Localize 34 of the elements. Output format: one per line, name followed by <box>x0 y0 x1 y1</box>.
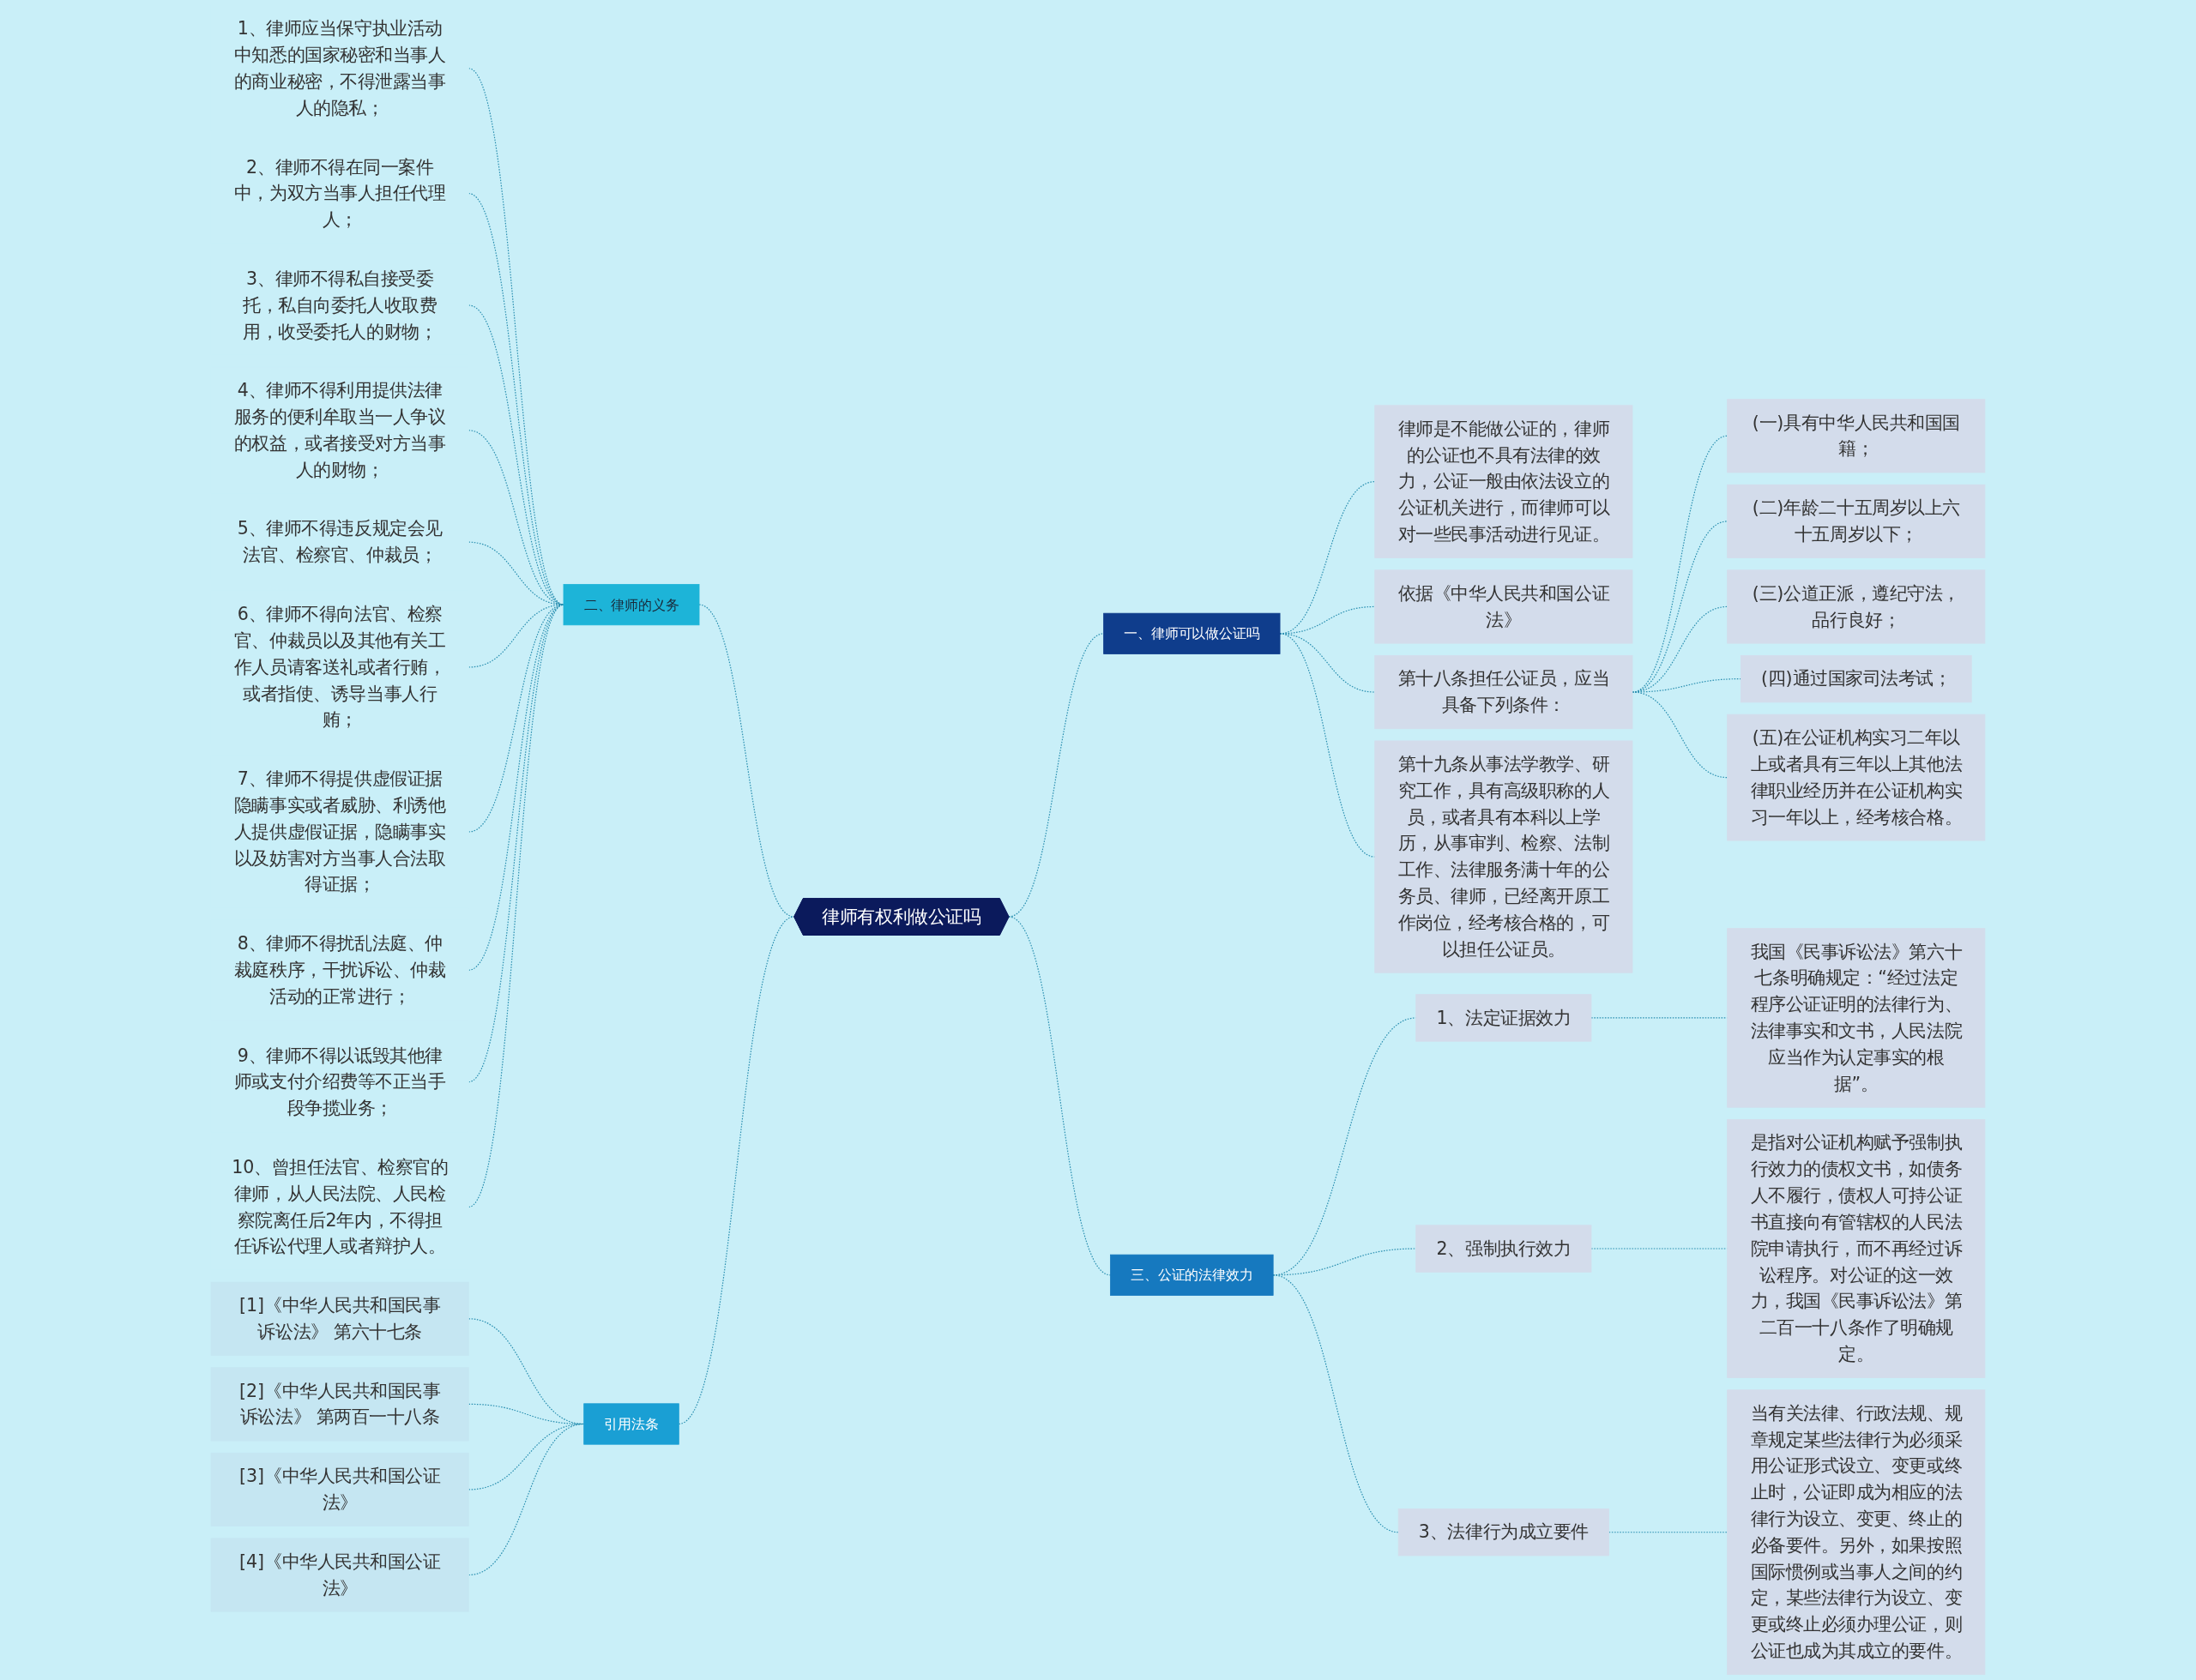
node-box: 当有关法律、行政法规、规章规定某些法律行为必须采用公证形式设立、变更或终止时，公证即成为相应的法律行为设立、变更、终止的必备要件。另外，如果按照国际惯例或当事人之间的约定，某些法律行为设立、变更或终止必须办理公证，则公证也成为其成立的要件。 <box>1727 1389 1986 1676</box>
node-box: 第十九条从事法学教学、研究工作，具有高级职称的人员，或者具有本科以上学历，从事审判、检察、法制工作、法律服务满十年的公务员、律师，已经离开原工作岗位，经考核合格的，可以担任公证员。 <box>1374 740 1633 973</box>
node-box: 三、公证的法律效力 <box>1110 1254 1274 1296</box>
node-text: 6、律师不得向法官、检察官、仲裁员以及其他有关工作人员请客送礼或者行贿，或者指使、诱导当事人行贿； <box>233 604 446 731</box>
node-text: 3、律师不得私自接受委托，私自向委托人收取费用，收受委托人的财物； <box>243 268 437 342</box>
node-text: 8、律师不得扰乱法庭、仲裁庭秩序，干扰诉讼、仲裁活动的正常进行； <box>233 933 446 1007</box>
node-text: 1、律师应当保守执业活动中知悉的国家秘密和当事人的商业秘密，不得泄露当事人的隐私； <box>233 18 446 118</box>
node-box: [4]《中华人民共和国公证法》 <box>210 1538 469 1612</box>
connector <box>1608 1532 1728 1533</box>
node-box: (三)公道正派，遵纪守法，品行良好； <box>1727 569 1986 644</box>
node-text: 4、律师不得利用提供法律服务的便利牟取当一人争议的权益，或者接受对方当事人的财物； <box>233 380 446 480</box>
node-text: 9、律师不得以诋毁其他律师或支付介绍费等不正当手段争揽业务； <box>233 1045 446 1118</box>
node-box: 律师是不能做公证的，律师的公证也不具有法律的效力，公证一般由依法设立的公证机关进行，而律师可以对一些民事活动进行见证。 <box>1374 405 1633 558</box>
node-box: [1]《中华人民共和国民事诉讼法》 第六十七条 <box>210 1281 469 1356</box>
node-box: 引用法条 <box>583 1403 679 1445</box>
node-box: (四)通过国家司法考试； <box>1740 654 1972 703</box>
node-text: 5、律师不得违反规定会见法官、检察官、仲裁员； <box>237 518 443 566</box>
node-box: (二)年龄二十五周岁以上六十五周岁以下； <box>1727 484 1986 558</box>
node-text: 2、律师不得在同一案件中，为双方当事人担任代理人； <box>233 156 446 230</box>
node-box: 2、强制执行效力 <box>1415 1225 1592 1273</box>
node-box: 3、法律行为成立要件 <box>1397 1508 1609 1557</box>
node-box: 二、律师的义务 <box>563 584 700 626</box>
node-box: 1、法定证据效力 <box>1415 994 1592 1042</box>
node-box: 是指对公证机构赋予强制执行效力的债权文书，如债务人不履行，债权人可持公证书直接向有管辖权的人民法院申请执行，而不再经过诉讼程序。对公证的这一效力，我国《民事诉讼法》第二百一十八条作了明确规定。 <box>1727 1119 1986 1378</box>
node-box: 一、律师可以做公证吗 <box>1103 612 1281 654</box>
node-text: 7、律师不得提供虚假证据隐瞒事实或者威胁、利诱他人提供虚假证据，隐瞒事实以及妨害对方当事人合法取得证据； <box>233 768 446 895</box>
node-box: 依据《中华人民共和国公证法》 <box>1374 569 1633 644</box>
node-box: [3]《中华人民共和国公证法》 <box>210 1452 469 1526</box>
node-box: 第十八条担任公证员，应当具备下列条件： <box>1374 654 1633 730</box>
node-box: (一)具有中华人民共和国国籍； <box>1727 399 1986 473</box>
node-box: [2]《中华人民共和国民事诉讼法》 第两百一十八条 <box>210 1367 469 1442</box>
node-text: 10、曾担任法官、检察官的律师，从人民法院、人民检察院离任后2年内，不得担任诉讼代理人或者辩护人。 <box>232 1156 449 1257</box>
node-box: (五)在公证机构实习二年以上或者具有三年以上其他法律职业经历并在公证机构实习一年以上，经考核合格。 <box>1727 714 1986 841</box>
node-box: 我国《民事诉讼法》第六十七条明确规定：“经过法定程序公证证明的法律行为、法律事实和文书，人民法院应当作为认定事实的根据”。 <box>1727 928 1986 1108</box>
